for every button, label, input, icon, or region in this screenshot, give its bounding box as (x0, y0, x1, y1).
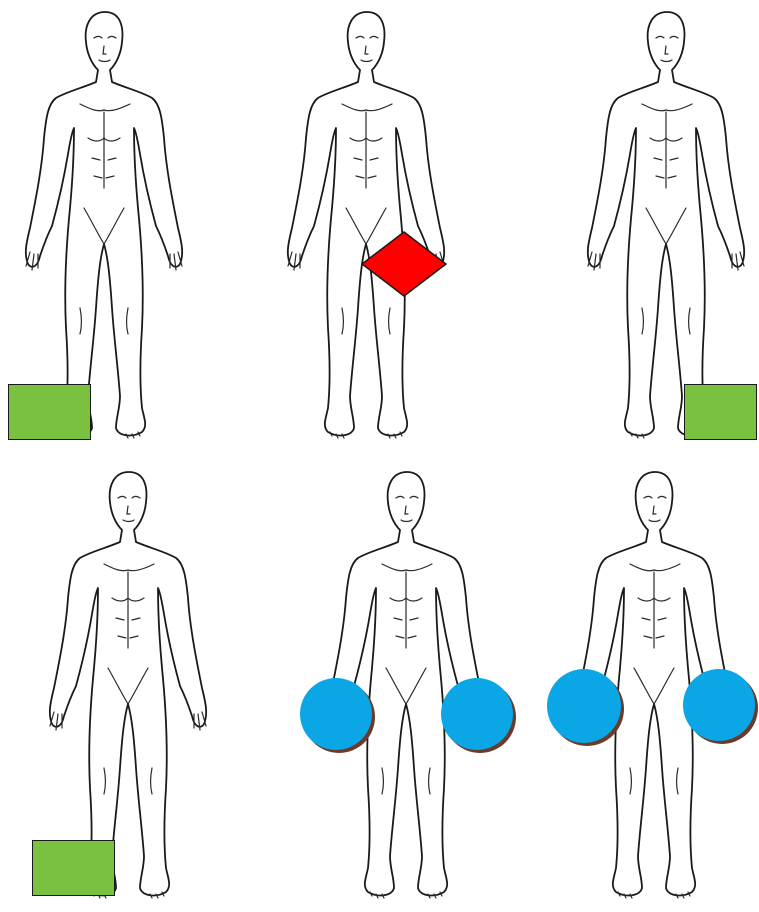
human-figure-top-left (10, 8, 200, 448)
green-square-marker-top-right (684, 384, 757, 440)
green-square-marker-bottom-left (32, 840, 115, 896)
green-square-marker-top-left (8, 384, 91, 440)
blue-circle-marker-bottom-right-left (547, 669, 621, 743)
human-figure-top-right (572, 8, 759, 448)
blue-circle-marker-bottom-right-right (683, 669, 755, 741)
blue-circle-marker-bottom-center-right (441, 678, 513, 750)
human-figure-top-center (272, 8, 462, 448)
red-diamond-marker (360, 230, 448, 298)
blue-circle-marker-bottom-center-left (300, 678, 372, 750)
